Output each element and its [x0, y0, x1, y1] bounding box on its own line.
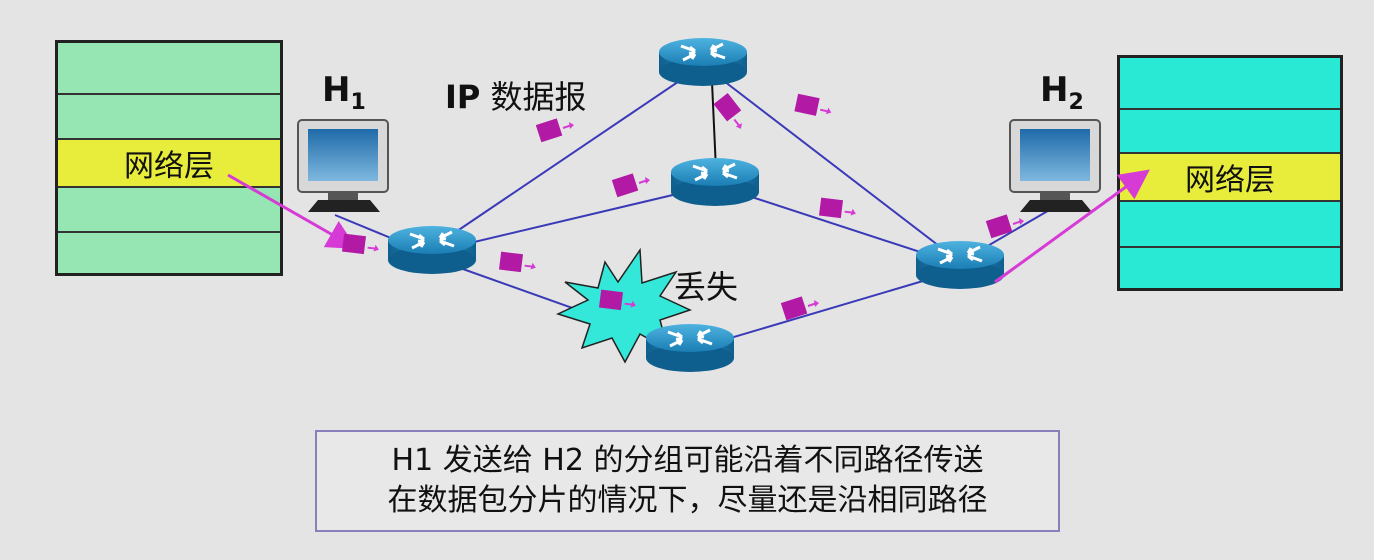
lost-label: 丢失 [674, 268, 739, 306]
link [702, 64, 961, 263]
ip-datagram-label: IP 数据报 [445, 78, 587, 116]
stack-layer [1120, 108, 1340, 152]
packet-icon [710, 89, 749, 136]
router-icon [914, 239, 1006, 291]
link [689, 269, 961, 351]
packet-icon [534, 117, 575, 144]
host1-label: H1 [322, 70, 366, 115]
link [431, 184, 716, 253]
caption-line: H1 发送给 H2 的分组可能沿着不同路径传送 [391, 443, 984, 478]
network-layer-label: 网络层 [124, 149, 214, 184]
host1-protocol-stack: 网络层 [55, 40, 283, 276]
packet-icon [335, 226, 383, 267]
stack-layer [58, 186, 280, 231]
host2-protocol-stack: 网络层 [1117, 55, 1343, 291]
router-icon [669, 156, 761, 208]
stack-layer [1120, 200, 1340, 246]
host1-computer-icon [297, 119, 389, 212]
router-icon [644, 322, 736, 374]
host2-computer-icon [1009, 119, 1101, 212]
stack-layer [58, 93, 280, 138]
receive-arrow [994, 169, 1150, 284]
caption-line: 在数据包分片的情况下，尽量还是沿相同路径 [387, 483, 988, 518]
router-icon [386, 224, 478, 276]
link [711, 81, 717, 171]
router-icon [657, 36, 749, 88]
packet-icon [610, 172, 651, 199]
send-arrow [227, 173, 358, 249]
stack-layer [58, 231, 280, 273]
packet-icon [492, 244, 540, 285]
stack-layer [1120, 246, 1340, 288]
caption-box: H1 发送给 H2 的分组可能沿着不同路径传送 在数据包分片的情况下，尽量还是沿… [315, 430, 1060, 532]
host2-label: H2 [1040, 70, 1084, 115]
link [431, 64, 704, 249]
network-layer: 网络层 [1120, 152, 1340, 200]
packet-icon [984, 213, 1025, 240]
network-layer: 网络层 [58, 138, 280, 186]
packet-icon [788, 86, 836, 129]
network-layer-label: 网络层 [1185, 163, 1275, 198]
